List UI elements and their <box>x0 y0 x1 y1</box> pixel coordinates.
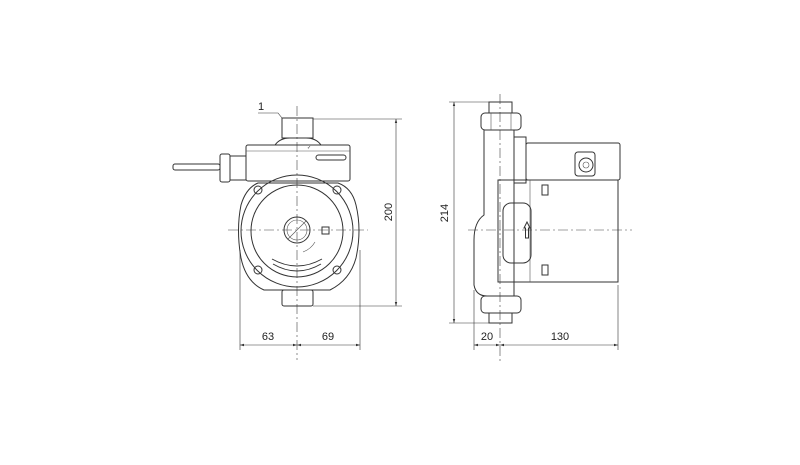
dim-height: 200 <box>383 203 395 221</box>
bottom-pipe-stub <box>488 312 513 324</box>
side-view: 214 20 130 <box>439 94 632 362</box>
gland-nut <box>219 153 231 183</box>
latch-bottom <box>541 264 549 276</box>
dim-side-height: 214 <box>439 204 451 222</box>
latch-top <box>541 184 549 196</box>
indicator-window <box>574 151 596 177</box>
callout-leader <box>258 112 283 119</box>
rotor-cover <box>250 184 344 278</box>
bolt <box>253 185 263 195</box>
top-pipe-stub <box>488 101 513 114</box>
indicator-center <box>582 161 590 169</box>
pump-flange <box>502 202 532 264</box>
hub-line <box>287 220 307 240</box>
indicator-square <box>321 226 330 235</box>
cable-gland <box>229 155 247 181</box>
hub <box>283 216 311 244</box>
dim-pipe-offset: 20 <box>481 331 493 343</box>
indicator-dial <box>578 157 594 173</box>
top-fitting <box>281 117 314 139</box>
flange <box>513 136 527 184</box>
bolt <box>253 265 263 275</box>
front-view: ✓ 1 200 63 69 <box>172 101 402 360</box>
bolt <box>332 185 342 195</box>
bottom-nut <box>480 295 522 314</box>
rotation-arrow-icon <box>302 241 316 253</box>
callout-label: 1 <box>258 101 264 113</box>
fitting-neck <box>274 137 322 146</box>
box-slot <box>315 154 347 161</box>
bottom-fitting <box>281 289 314 307</box>
dim-right-width: 69 <box>322 331 334 343</box>
motor-housing <box>497 179 619 283</box>
hub-inner <box>286 219 308 241</box>
bolt <box>332 265 342 275</box>
dim-left-width: 63 <box>262 331 274 343</box>
box-mark: ✓ <box>307 145 311 151</box>
dim-depth: 130 <box>551 331 569 343</box>
control-box <box>245 144 351 182</box>
cable <box>172 163 221 171</box>
pump-housing <box>238 182 360 291</box>
bottom-slot-2 <box>272 263 322 272</box>
flow-arrow-icon <box>523 220 531 239</box>
top-nut <box>480 112 522 131</box>
bottom-slot <box>271 258 323 267</box>
pump-body-side <box>473 130 515 297</box>
housing-ring <box>240 174 354 288</box>
terminal-box <box>525 142 621 181</box>
